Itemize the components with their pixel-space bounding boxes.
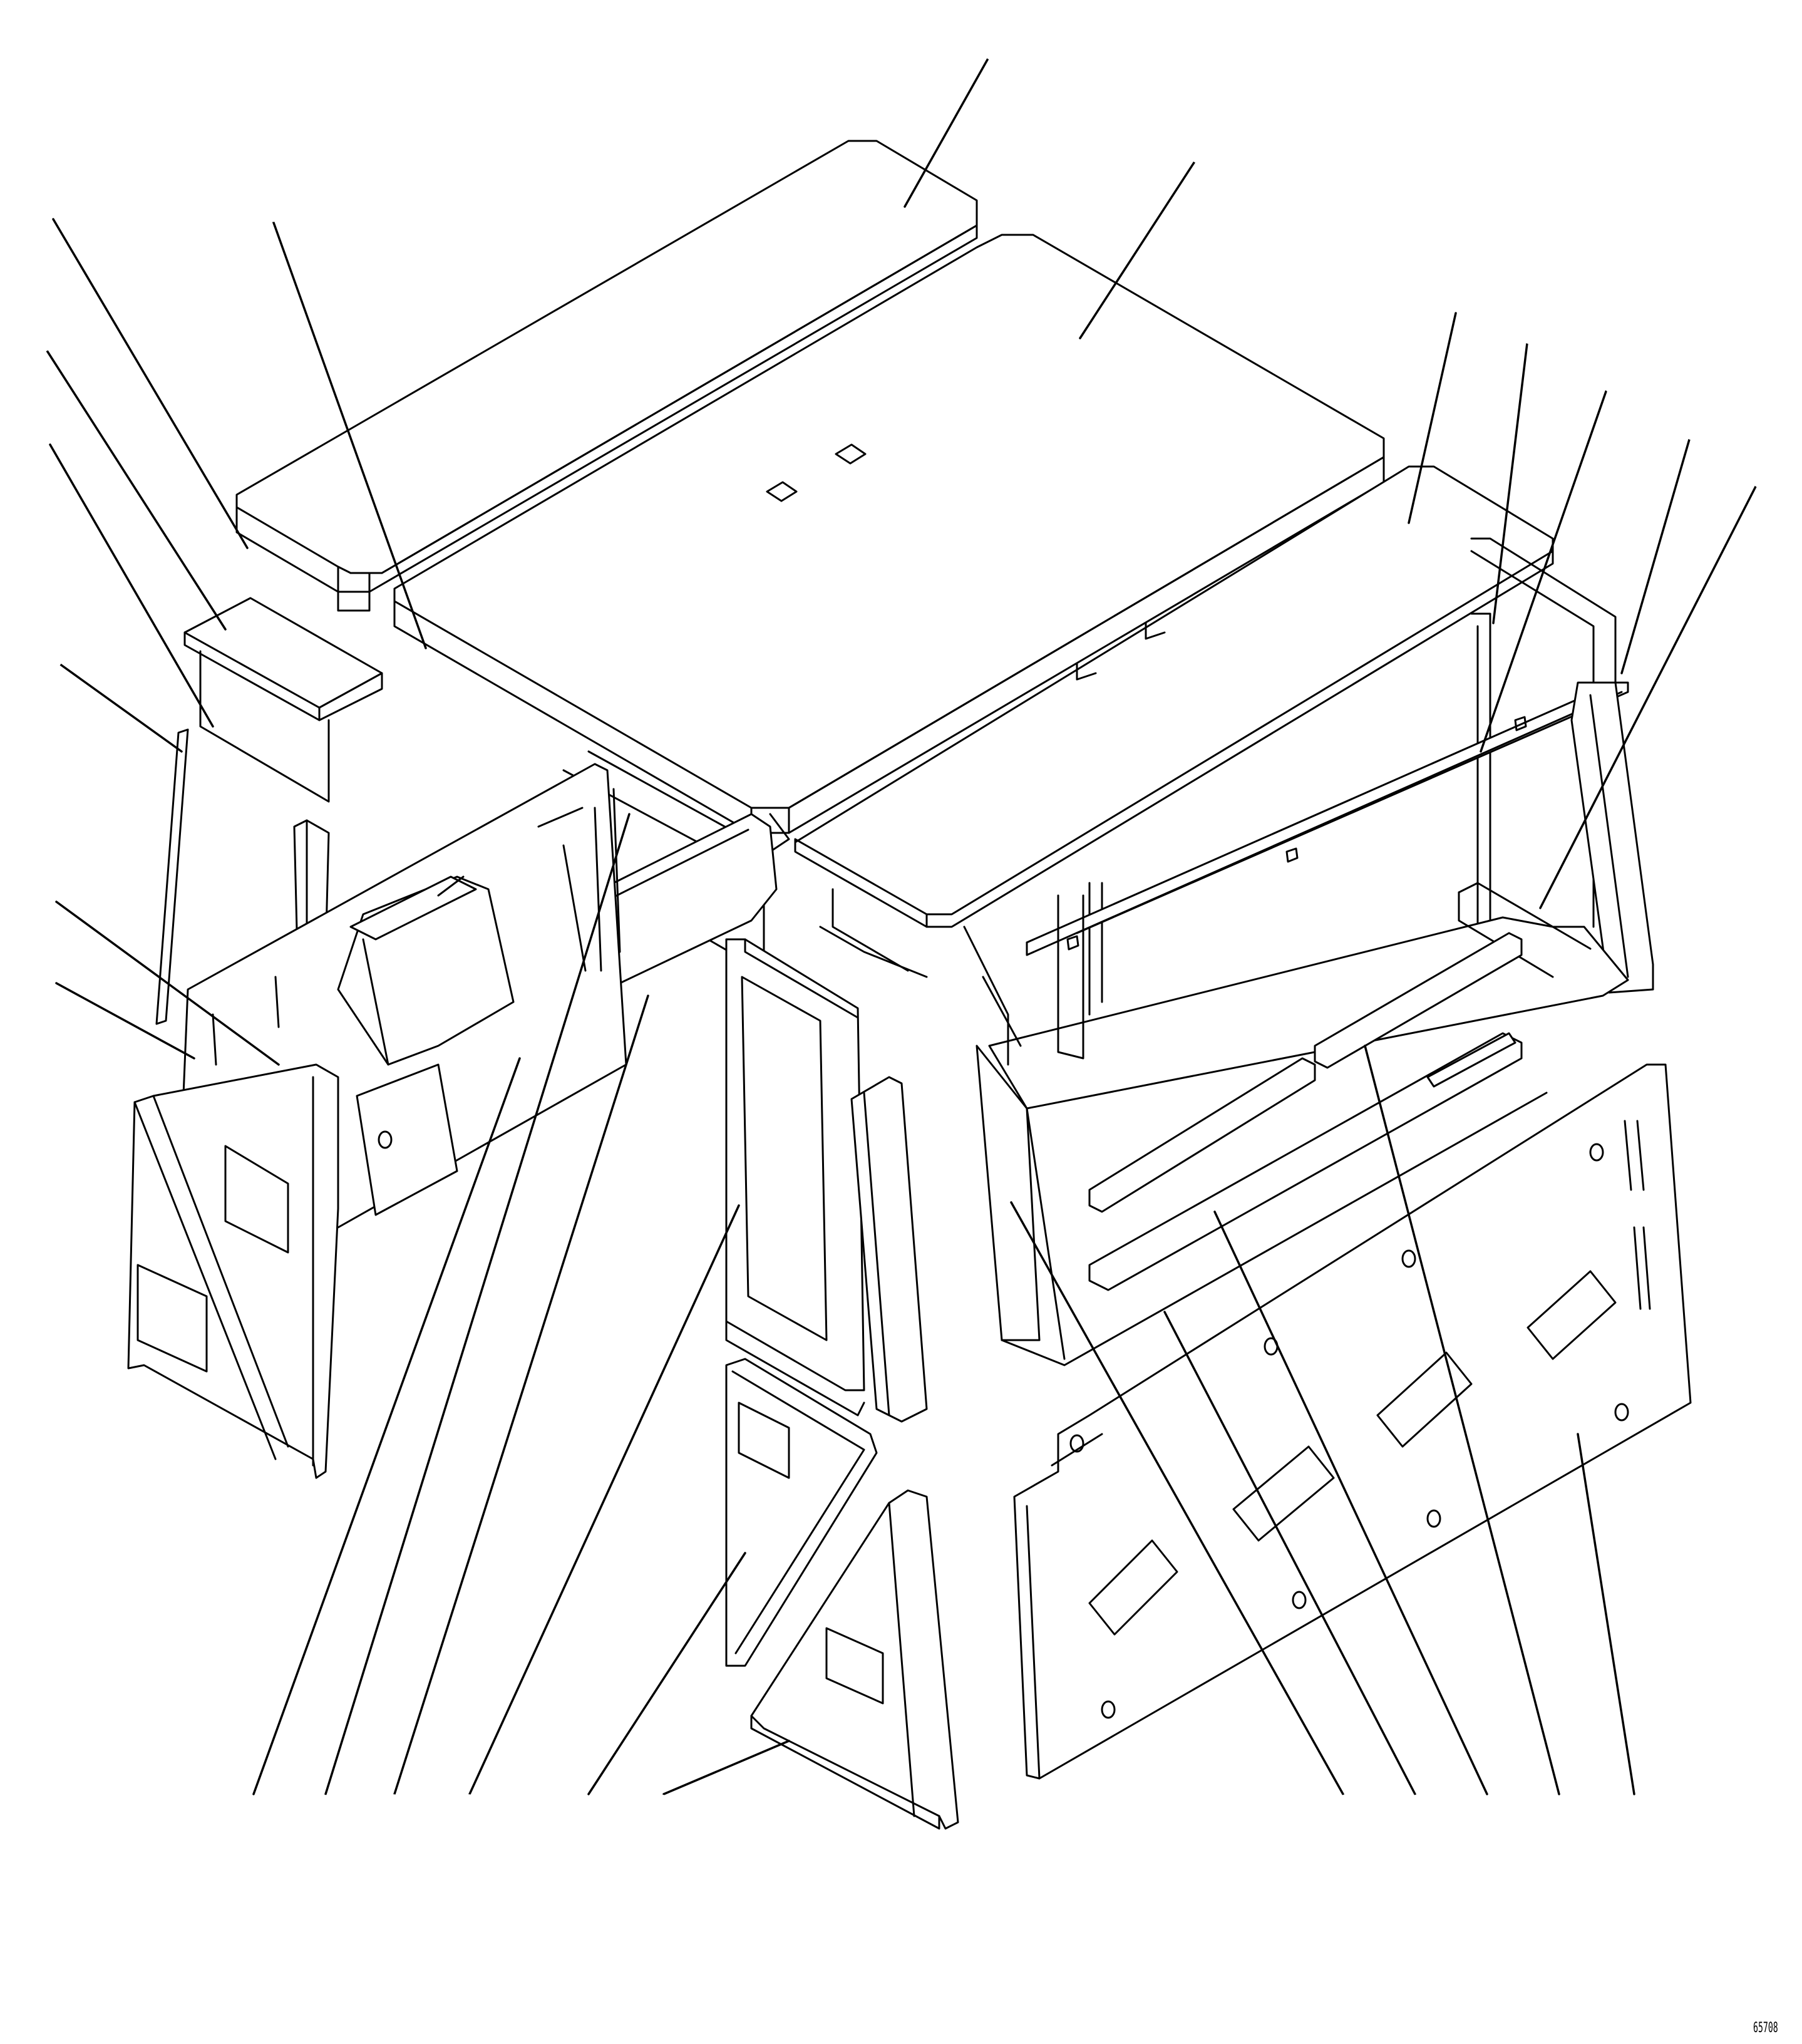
right-large-base-plate [1013, 1063, 1692, 1780]
left-triangle-front [127, 1063, 339, 1479]
callout-12 [1597, 341, 1653, 398]
callout-20 [629, 1794, 686, 1850]
callout-11 [1506, 288, 1562, 344]
callout-9 [6, 930, 63, 986]
callout-8 [6, 849, 63, 905]
callout-5 [6, 297, 63, 354]
center-tall-frame [725, 938, 928, 1423]
left-small-block [183, 597, 383, 803]
callout-21 [1321, 1794, 1377, 1850]
center-rear-body [562, 750, 1084, 1066]
callout-1 [974, 6, 1030, 63]
callout-23 [1468, 1794, 1525, 1850]
callout-14 [1744, 435, 1800, 492]
left-thin-rod [155, 728, 189, 1025]
callout-19 [551, 1794, 607, 1850]
center-triangle-lower [750, 1489, 959, 1830]
center-triangle-upper [725, 1358, 878, 1667]
callout-4 [241, 166, 297, 222]
callout-13 [1672, 385, 1728, 441]
callout-2 [1180, 110, 1237, 166]
callout-circles [6, 6, 1800, 1850]
right-inner-strips [1088, 932, 1523, 1291]
callout-6 [6, 391, 63, 448]
leader-lines [46, 55, 1758, 1795]
callout-16 [291, 1794, 348, 1850]
top-right-plate [794, 465, 1554, 928]
callout-7 [9, 620, 66, 676]
callout-10 [1431, 241, 1487, 297]
right-tall-side-panel [1570, 681, 1654, 994]
callout-17 [363, 1794, 420, 1850]
callout-24 [1543, 1794, 1600, 1850]
callout-25 [1619, 1794, 1675, 1850]
callout-15 [216, 1794, 272, 1850]
figure-id-label: 65708 [1753, 2020, 1778, 2036]
callout-18 [438, 1794, 495, 1850]
right-rear-bar [1026, 681, 1629, 956]
callout-3 [6, 166, 63, 222]
callout-22 [1393, 1794, 1449, 1850]
